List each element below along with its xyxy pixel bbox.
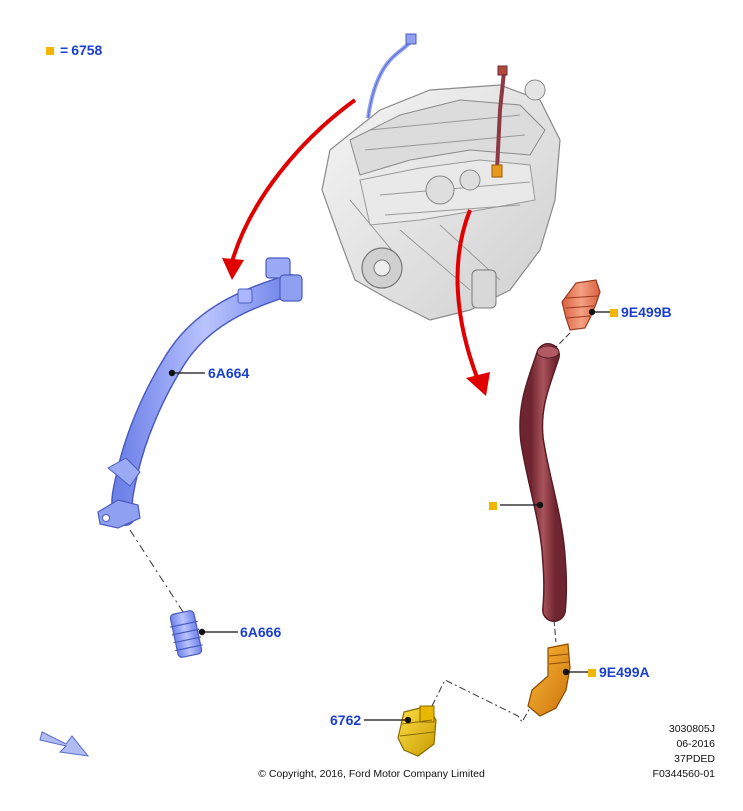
seal-lower-label: 9E499A — [599, 664, 650, 680]
callout-tube-upper: 6A664 — [208, 365, 250, 381]
legend-equals: = — [60, 42, 69, 58]
upper-seal — [561, 279, 601, 331]
assembly-line-seal — [554, 332, 571, 349]
reference-line-3: 37PDED — [674, 753, 715, 765]
callout-tube-lower: 6A666 — [240, 624, 282, 640]
copyright-notice: © Copyright, 2016, Ford Motor Company Li… — [258, 768, 485, 780]
callout-red-tube — [489, 497, 500, 513]
legend-value: 6758 — [71, 42, 103, 58]
elbow-connector — [527, 643, 571, 717]
engine-block — [321, 33, 561, 321]
lower-tube-connector — [169, 610, 203, 658]
seal-upper-label: 9E499B — [621, 304, 672, 320]
assembly-line-upper — [129, 529, 186, 616]
reference-line-4: F0344560-01 — [652, 768, 715, 780]
callout-seal-upper: 9E499B — [610, 304, 672, 320]
upper-dipstick-tube — [97, 257, 303, 529]
reference-line-2: 06-2016 — [676, 738, 715, 750]
reference-line-1: 3030805J — [668, 723, 715, 735]
callout-seal-lower: 9E499A — [588, 664, 650, 680]
assembly-line-elbow — [553, 619, 557, 643]
oil-filter — [471, 269, 497, 309]
red-dipstick-tube — [519, 343, 568, 622]
leader-lines — [168, 308, 610, 724]
sensor-part — [397, 705, 437, 757]
callout-sensor: 6762 — [330, 712, 362, 728]
legend-marker-icon — [46, 47, 54, 56]
seal-lower-marker-icon — [588, 669, 596, 678]
red-tube-marker-icon — [489, 502, 497, 511]
view-direction-arrow-icon — [39, 731, 90, 757]
seal-upper-marker-icon — [610, 309, 618, 318]
reference-block: 3030805J 06-2016 37PDED F0344560-01 — [653, 722, 715, 782]
legend: =6758 — [46, 42, 102, 58]
assembly-line-sensor — [431, 679, 531, 723]
red-direction-arrows — [222, 98, 490, 396]
